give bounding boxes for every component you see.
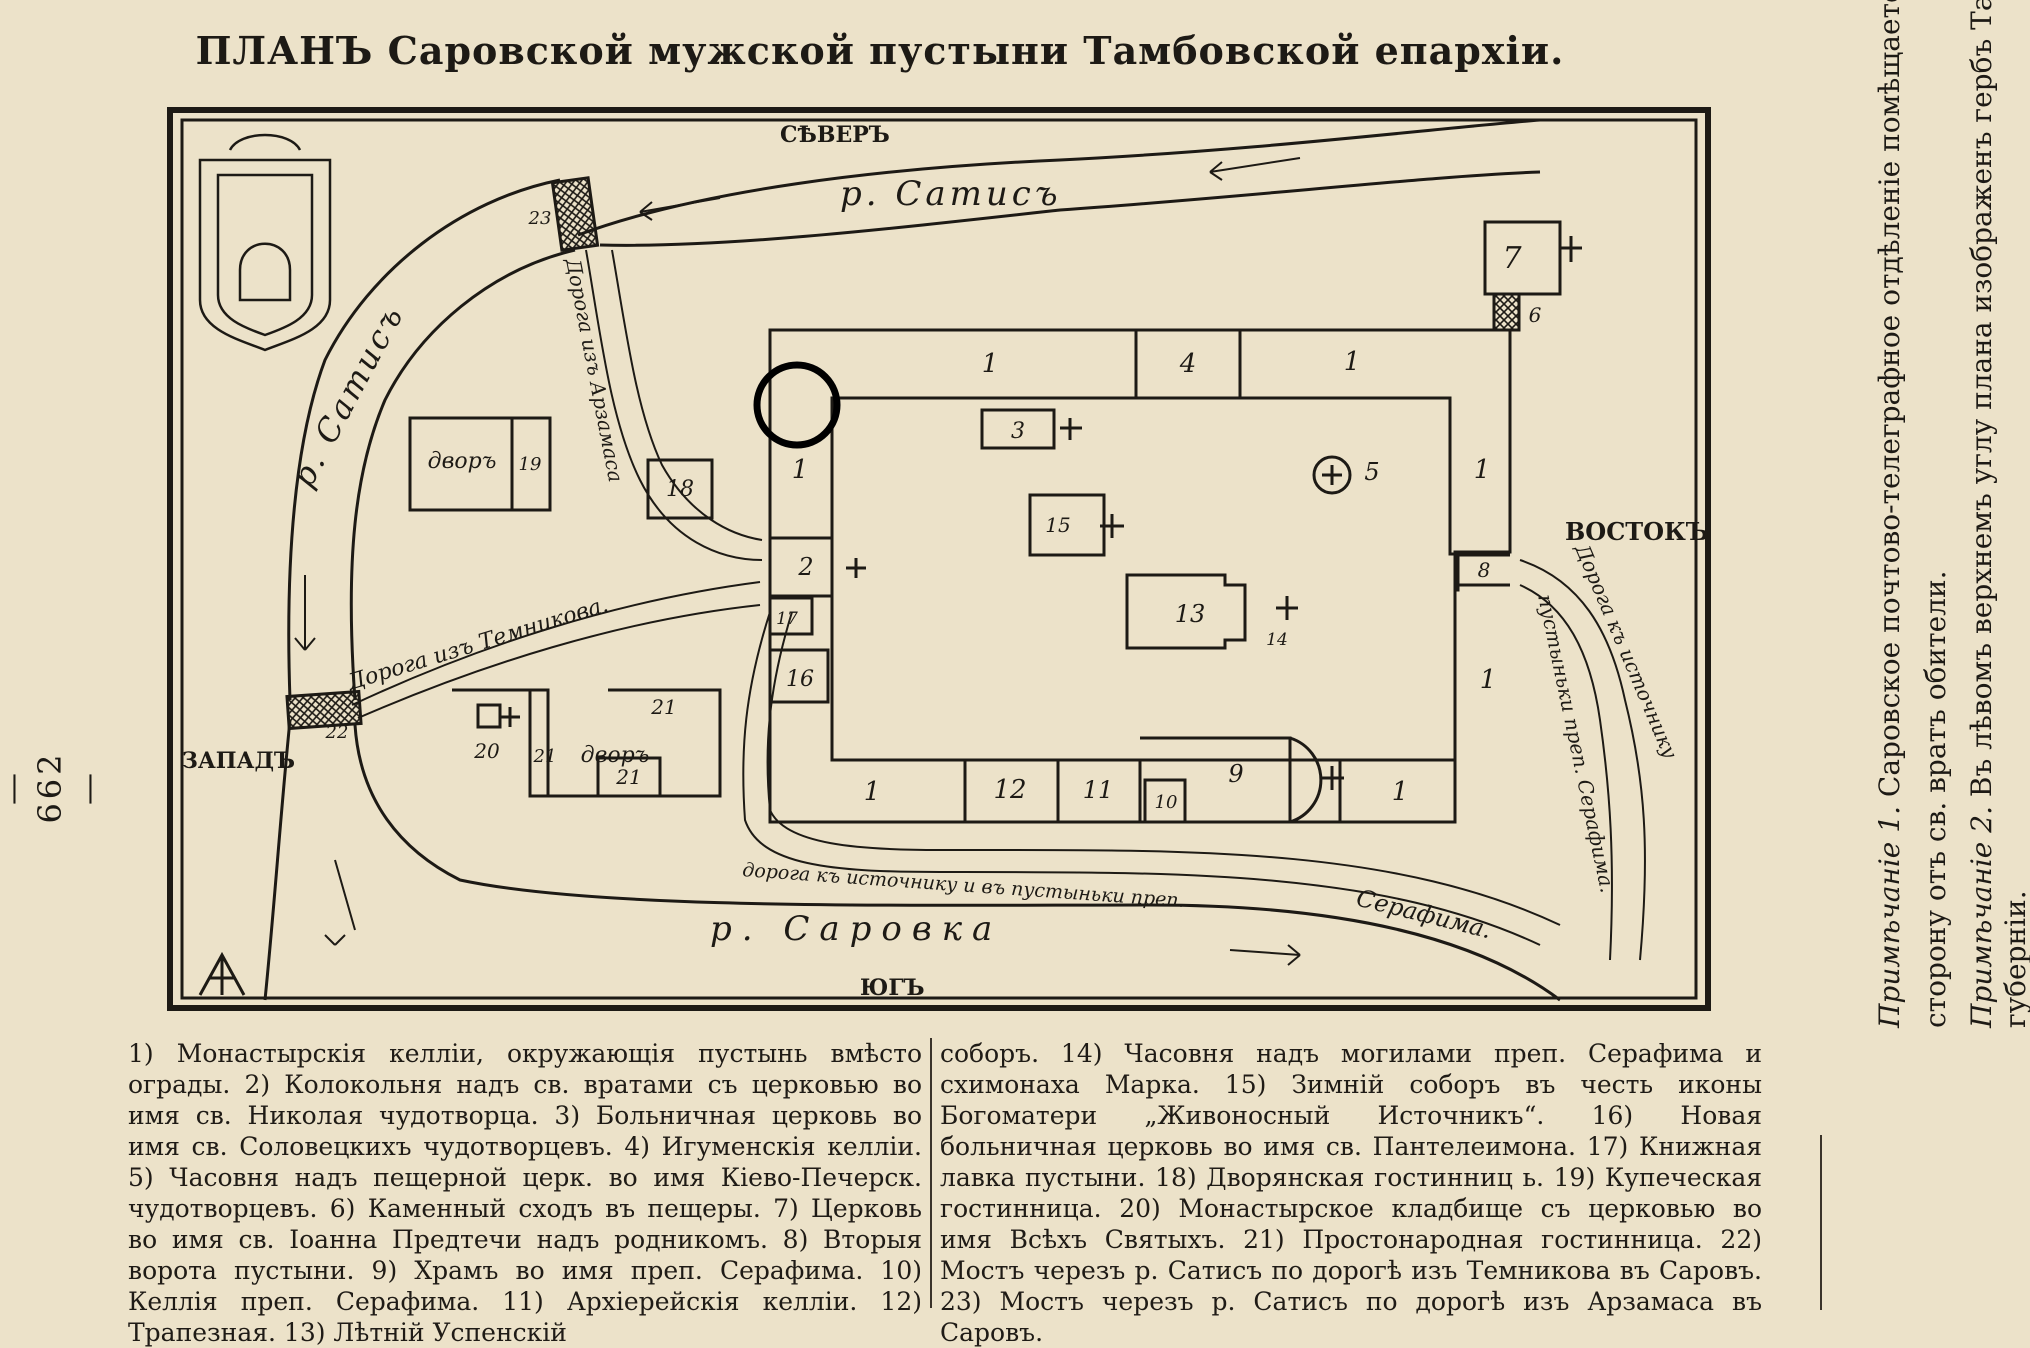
circle-marker-icon bbox=[753, 361, 841, 449]
river-sarovka bbox=[263, 719, 1561, 1002]
note-1-text-b: сторону отъ св. вратъ обители. bbox=[1919, 570, 1952, 1028]
label-kel-bottom-left: 1 bbox=[864, 777, 881, 807]
label-b2: 2 bbox=[797, 553, 813, 581]
label-b12: 12 bbox=[993, 775, 1026, 805]
coat-of-arms-icon bbox=[198, 133, 332, 352]
label-kel-top-right: 1 bbox=[1344, 347, 1361, 377]
note-1-label: Примѣчаніе 1. bbox=[1873, 806, 1906, 1028]
label-b16: 16 bbox=[786, 667, 814, 692]
bridge-icon bbox=[285, 689, 363, 731]
note-rule bbox=[1820, 1135, 1822, 1310]
label-kel-right-lower: 1 bbox=[1480, 665, 1497, 695]
label-b10: 10 bbox=[1155, 792, 1178, 813]
roads bbox=[351, 249, 1646, 961]
note-1-line-a: Примѣчаніе 1. Саровское почтово-телеграф… bbox=[1872, 0, 1908, 1028]
label-b3: 3 bbox=[1011, 419, 1025, 444]
river-sarovka-label: р. Саровка bbox=[710, 909, 1002, 949]
note-1-line-b: сторону отъ св. вратъ обители. bbox=[1918, 28, 1954, 1028]
cross-icon bbox=[500, 236, 1582, 790]
label-b15: 15 bbox=[1045, 513, 1070, 537]
map-title: ПЛАНЪ Саровской мужской пустыни Тамбовск… bbox=[195, 28, 1565, 73]
label-b17: 17 bbox=[776, 609, 798, 629]
label-b4: 4 bbox=[1179, 349, 1197, 379]
note-2-text-b: губерніи. bbox=[1999, 890, 2030, 1028]
label-b14: 14 bbox=[1266, 630, 1288, 650]
map-frame bbox=[167, 107, 1711, 1011]
legend-text-left: 1) Монастырскія келліи, окружающія пусты… bbox=[128, 1039, 922, 1347]
bridge-icon bbox=[550, 176, 600, 252]
river-satis-label-top: р. Сатисъ bbox=[840, 174, 1062, 214]
note-2-line-b-col: губерніи. bbox=[1986, 28, 2030, 1028]
label-b21b: 21 bbox=[533, 746, 557, 767]
label-b20: 20 bbox=[473, 739, 500, 763]
road-label-spring-right-b: пустыньки преп. Серафима. bbox=[1533, 592, 1620, 895]
compass-south: ЮГЪ bbox=[860, 975, 925, 1001]
label-kel-right-upper: 1 bbox=[1474, 455, 1491, 485]
road-label-spring-right-a: Дорога къ источнику bbox=[1570, 540, 1683, 763]
monogram-icon bbox=[198, 951, 246, 996]
label-b21a: 21 bbox=[650, 695, 676, 719]
label-b19: 19 bbox=[519, 454, 542, 475]
compass-west: ЗАПАДЪ bbox=[182, 748, 295, 774]
label-b11: 11 bbox=[1083, 776, 1114, 804]
label-b13: 13 bbox=[1175, 600, 1206, 628]
label-b21c: 21 bbox=[615, 765, 641, 789]
compass-east: ВОСТОКЪ bbox=[1565, 517, 1709, 546]
label-b5: 5 bbox=[1364, 458, 1379, 486]
column-divider bbox=[930, 1038, 932, 1308]
label-b8: 8 bbox=[1478, 558, 1491, 582]
compass-north: СѢВЕРЪ bbox=[780, 122, 890, 148]
arrow-icon bbox=[294, 157, 1301, 966]
river-satis-label-left: р. Сатисъ bbox=[284, 298, 412, 494]
legend-text-right: соборъ. 14) Часовня надъ могилами преп. … bbox=[940, 1039, 1762, 1347]
road-label-temnikov: Дорога изъ Темникова. bbox=[343, 592, 611, 696]
label-b6: 6 bbox=[1529, 303, 1542, 327]
label-b7: 7 bbox=[1502, 241, 1522, 276]
label-dvor-top: дворъ bbox=[428, 449, 497, 474]
label-bridge23: 23 bbox=[528, 208, 552, 229]
label-bridge22: 22 bbox=[325, 722, 349, 743]
label-kel-left: 1 bbox=[792, 455, 809, 485]
label-kel-bottom-right: 1 bbox=[1392, 777, 1409, 807]
building-outlines bbox=[408, 220, 1562, 824]
label-b9: 9 bbox=[1228, 760, 1243, 788]
label-kel-top-left: 1 bbox=[982, 349, 999, 379]
label-b18: 18 bbox=[666, 477, 694, 502]
label-dvor-bottom: дворъ bbox=[581, 743, 650, 768]
note-1-text-a: Саровское почтово-телеграфное отдѣленіе … bbox=[1873, 0, 1906, 798]
note-2-line-b: губерніи. bbox=[1998, 28, 2030, 1028]
